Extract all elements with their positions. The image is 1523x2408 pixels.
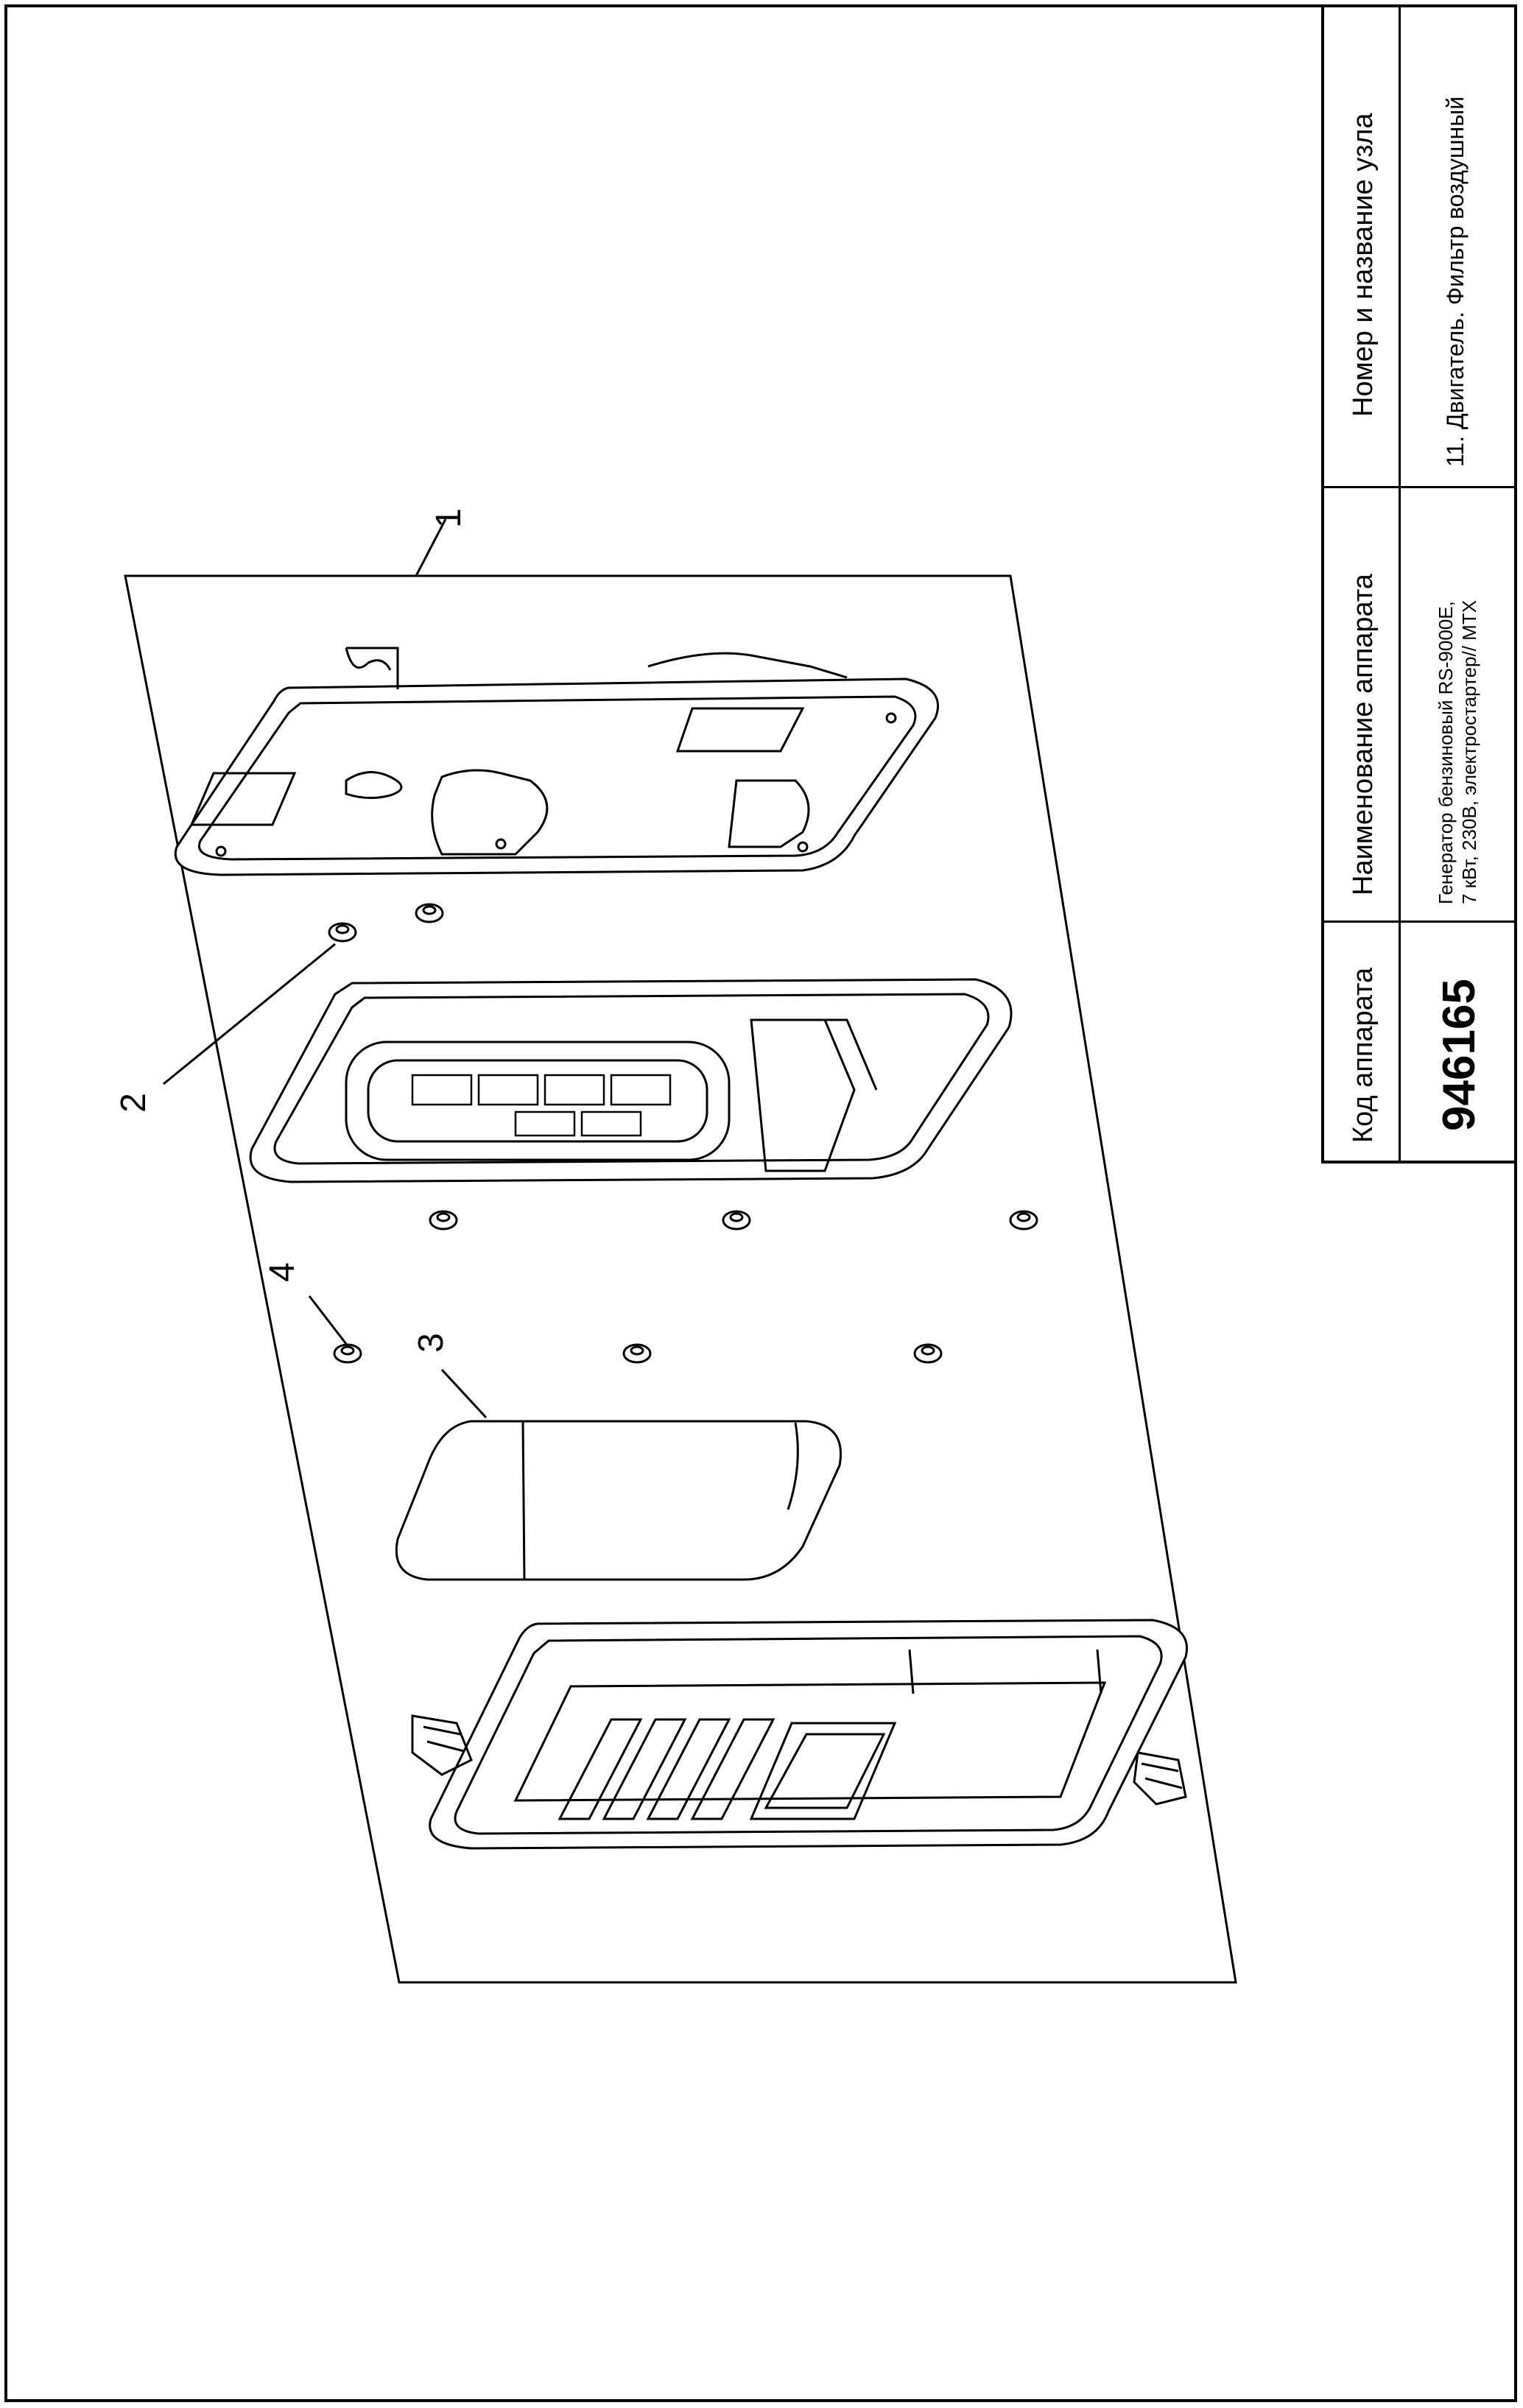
title-block-divider (1324, 486, 1517, 488)
unit-name: 11. Двигатель. Фильтр воздушный (1442, 96, 1469, 467)
callout-1: 1 (429, 508, 468, 528)
part-3-filter-element (395, 1420, 842, 1581)
name-header: Наименование аппарата (1348, 574, 1379, 895)
title-block: Код аппарата Наименование аппарата Номер… (1321, 4, 1517, 1163)
unit-header: Номер и название узла (1348, 113, 1379, 417)
callout-2: 2 (113, 1093, 153, 1113)
callout-3: 3 (411, 1333, 451, 1353)
code-header: Код аппарата (1348, 967, 1379, 1143)
filter-housing-frame (249, 978, 1013, 1183)
callout-leaders (163, 518, 488, 1419)
assembly-frame (124, 574, 1237, 1984)
title-block-divider (1324, 920, 1517, 923)
device-code: 946165 (1434, 979, 1485, 1131)
device-name-line1: Генератор бензиновый RS-9000E, (1435, 601, 1457, 904)
callout-4: 4 (262, 1262, 302, 1282)
title-block-divider (1399, 4, 1401, 1161)
filter-cover (411, 1619, 1188, 1850)
part-4-nuts (333, 1343, 943, 1364)
nuts-row (429, 1210, 1038, 1231)
part-2-nuts (328, 903, 444, 943)
device-name-line2: 7 кВт, 230В, электростартер// МТХ (1458, 599, 1480, 904)
drawing-sheet-border (4, 4, 1517, 2402)
part-1-filter-base (174, 647, 940, 876)
